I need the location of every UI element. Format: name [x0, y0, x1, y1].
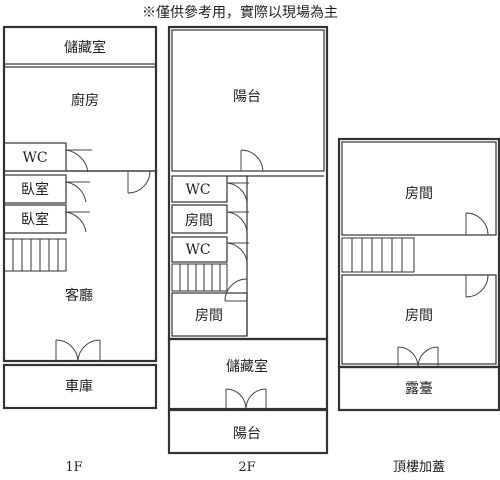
- label-2f-balcony-top: 陽台: [233, 89, 261, 105]
- door-roof-top: [465, 212, 489, 236]
- door-2f-balcony: [240, 149, 264, 172]
- door-1f-bedroom-b: [65, 211, 90, 233]
- room-1f-wc: [3, 142, 67, 172]
- floor-2f-balcony-outline: [167, 408, 329, 455]
- door-2f-room-a: [226, 211, 249, 233]
- label-2f-storage: 儲藏室: [226, 358, 268, 375]
- label-1f-wc: WC: [22, 150, 47, 166]
- floor-roof-terrace-outline: [337, 365, 500, 412]
- label-2f-balcony-bottom: 陽台: [233, 426, 261, 442]
- label-1f-living: 客廳: [65, 287, 93, 304]
- label-1f-storage: 儲藏室: [64, 39, 106, 56]
- room-2f-balcony-top: [171, 29, 325, 172]
- room-1f-bedroom-a: [3, 174, 67, 204]
- door-2f-wc-b: [226, 242, 249, 263]
- label-floor-1f: 1F: [65, 460, 82, 475]
- label-floor-roof: 頂樓加蓋: [393, 460, 445, 475]
- label-1f-kitchen: 廚房: [71, 92, 99, 109]
- room-2f-wc-a: [171, 175, 228, 203]
- stairs-roof: [341, 237, 415, 273]
- room-roof-top: [341, 141, 497, 236]
- door-2f-room-b: [224, 278, 248, 302]
- door-1f-living-double: [55, 339, 101, 362]
- floor-roof-outline: [337, 137, 500, 369]
- label-2f-room-a: 房間: [185, 213, 213, 229]
- door-2f-wc-a: [226, 182, 249, 204]
- floor-2f: 陽台 WC 房間 WC 房間 儲藏室 陽台 2F: [167, 25, 329, 475]
- label-roof-terrace: 露臺: [405, 381, 433, 397]
- door-1f-wc: [65, 149, 92, 173]
- label-1f-bedroom-a: 臥室: [21, 181, 49, 198]
- room-1f-bedroom-b: [3, 204, 67, 234]
- label-1f-garage: 車庫: [65, 378, 93, 395]
- door-roof-bottom: [465, 274, 489, 298]
- label-2f-wc-b: WC: [185, 242, 210, 258]
- disclaimer-text: ※僅供參考用，實際以現場為主: [142, 4, 338, 21]
- door-2f-storage-double: [225, 388, 267, 410]
- room-roof-bottom: [341, 274, 497, 365]
- door-1f-kitchen: [127, 170, 151, 194]
- label-2f-room-b: 房間: [195, 308, 223, 324]
- label-roof-room-top: 房間: [405, 186, 433, 202]
- floor-1f: 儲藏室 廚房 WC 臥室 臥室 客廳 車庫 1F: [2, 25, 158, 475]
- room-2f-room-a: [171, 204, 228, 234]
- label-floor-2f: 2F: [238, 460, 255, 475]
- door-1f-bedroom-a: [65, 181, 90, 203]
- floor-roof: 房間 房間 露臺 頂樓加蓋: [337, 137, 500, 475]
- door-roof-terrace-double: [397, 346, 439, 368]
- room-2f-wc-b: [171, 236, 228, 263]
- stairs-1f: [3, 238, 67, 272]
- room-1f-storage: [3, 26, 157, 65]
- floor-1f-garage-outline: [2, 363, 158, 410]
- stairs-2f: [171, 263, 228, 292]
- label-2f-wc-a: WC: [185, 182, 210, 198]
- label-1f-bedroom-b: 臥室: [21, 211, 49, 228]
- label-roof-room-bottom: 房間: [405, 308, 433, 324]
